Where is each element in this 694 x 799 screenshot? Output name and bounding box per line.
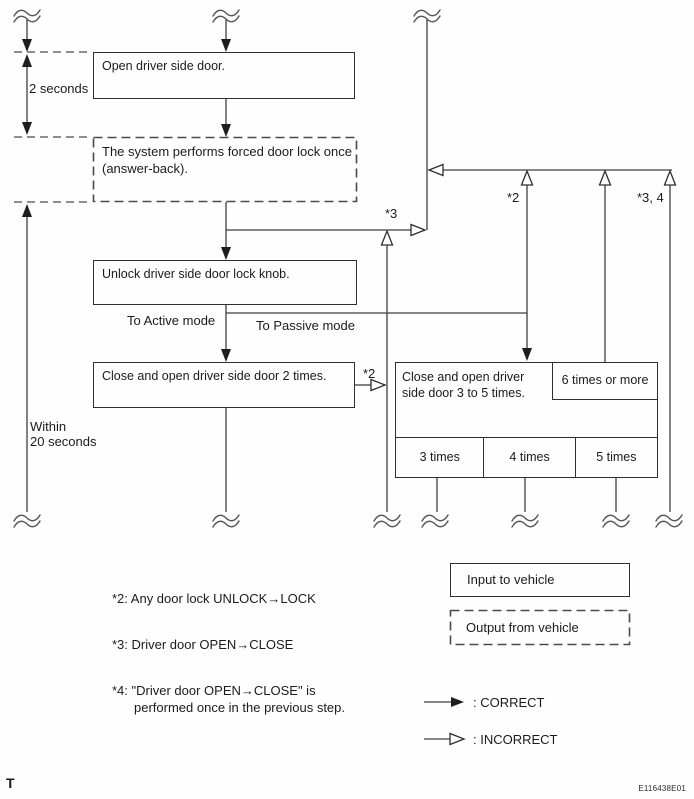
step-open-door: Open driver side door.	[93, 52, 355, 99]
timing-dashed-guides	[14, 51, 92, 203]
ref-star2-side: *2	[363, 366, 376, 381]
cell-six-times-or-more: 6 times or more	[552, 363, 657, 400]
flow-lines	[26, 19, 672, 740]
figure-id: E116438E01	[638, 784, 686, 793]
label-to-passive-mode: To Passive mode	[256, 318, 355, 333]
step-unlock-knob-label: Unlock driver side door lock knob.	[102, 267, 290, 281]
legend-input-to-vehicle: Input to vehicle	[450, 563, 630, 597]
footnote-star4-line2: performed once in the previous step.	[134, 699, 346, 715]
close-open-3to5-line1: Close and open driver	[402, 370, 525, 384]
step-close-open-2times: Close and open driver side door 2 times.	[93, 362, 355, 408]
footnote-star4: *4: "Driver door OPEN→CLOSE" is performe…	[112, 683, 345, 717]
times-result-row: 3 times 4 times 5 times	[396, 437, 657, 477]
label-to-active-mode: To Active mode	[127, 313, 216, 328]
page-mark: T	[6, 775, 15, 791]
cell-five-times: 5 times	[574, 438, 657, 477]
step-answer-back-line2: (answer-back).	[102, 160, 188, 176]
legend-output-from-vehicle: Output from vehicle	[466, 620, 579, 635]
step-open-door-label: Open driver side door.	[102, 59, 225, 73]
within-line1: Within	[30, 419, 67, 434]
footnote-star2: *2: Any door lock UNLOCK→LOCK	[112, 591, 316, 606]
legend-incorrect-label: : INCORRECT	[473, 732, 558, 747]
timing-two-seconds: 2 seconds	[29, 81, 89, 96]
close-open-3to5-line2: side door 3 to 5 times.	[402, 385, 525, 400]
step-answer-back-line1: The system performs forced door lock onc…	[102, 144, 352, 159]
cell-four-times: 4 times	[483, 438, 574, 477]
footnote-star3: *3: Driver door OPEN→CLOSE	[112, 637, 294, 652]
step-unlock-knob: Unlock driver side door lock knob.	[93, 260, 357, 305]
legend-correct-label: : CORRECT	[473, 695, 545, 710]
timing-within-20-seconds: Within 20 seconds	[30, 419, 97, 450]
step-close-open-3to5: Close and open driver side door 3 to 5 t…	[395, 362, 658, 478]
step-close-open-3to5-label: Close and open driver side door 3 to 5 t…	[396, 363, 531, 408]
ref-star2-top: *2	[507, 190, 520, 205]
footnote-star4-line1: *4: "Driver door OPEN→CLOSE" is	[112, 683, 316, 698]
output-dashed-outlines	[92, 136, 631, 646]
ref-star3: *3	[385, 206, 398, 221]
step-answer-back: The system performs forced door lock onc…	[93, 142, 357, 178]
ref-star3-4: *3, 4	[637, 190, 664, 205]
cell-three-times: 3 times	[419, 449, 460, 464]
within-line2: 20 seconds	[30, 434, 97, 450]
step-close-open-2times-label: Close and open driver side door 2 times.	[102, 369, 327, 383]
